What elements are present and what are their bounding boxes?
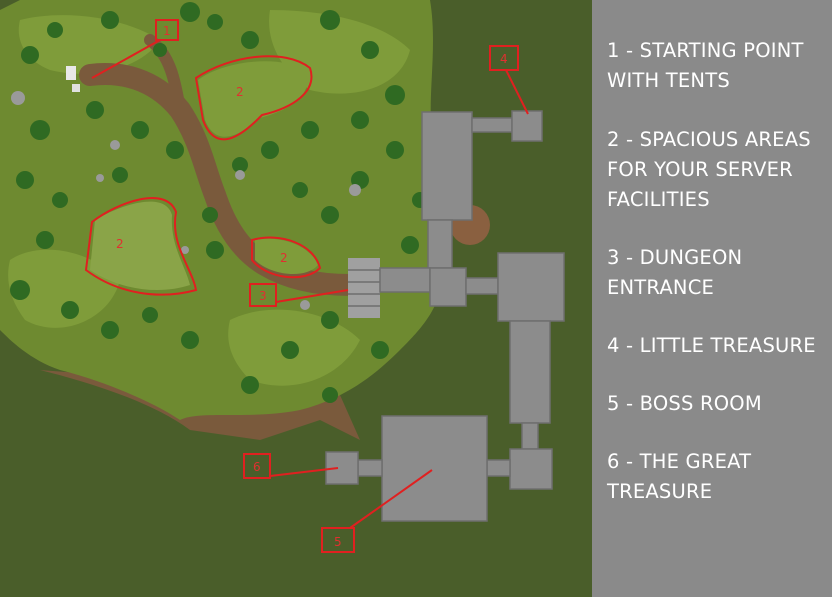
dungeon-corridor bbox=[427, 219, 453, 269]
marker-box-5 bbox=[321, 527, 355, 553]
dungeon-map: 1 2 2 2 3 4 5 6 bbox=[0, 0, 565, 553]
dungeon-room bbox=[497, 252, 565, 322]
dirt-path-branch bbox=[144, 34, 186, 116]
marker-box-3 bbox=[249, 283, 277, 307]
marker-outline-2 bbox=[194, 55, 313, 141]
legend-item: 5 - BOSS ROOM bbox=[607, 392, 762, 415]
annotations bbox=[84, 19, 529, 553]
dungeon-corridor bbox=[465, 277, 499, 295]
clearing-area bbox=[255, 238, 318, 275]
dungeon-corridor bbox=[486, 459, 511, 477]
dungeon-room bbox=[429, 267, 467, 307]
legend-item: 4 - LITTLE TREASURE bbox=[607, 334, 816, 357]
dungeon-corridor bbox=[471, 117, 513, 133]
stones bbox=[11, 91, 361, 310]
dungeon-layout bbox=[325, 110, 565, 522]
legend-item: 6 - THE GREAT TREASURE bbox=[607, 450, 752, 503]
marker-label: 2 bbox=[280, 251, 288, 265]
marker-label: 1 bbox=[163, 24, 171, 38]
dungeon-room bbox=[509, 448, 553, 490]
legend-item: 1 - STARTING POINT WITH TENTS bbox=[607, 39, 804, 92]
dirt-path bbox=[79, 63, 361, 296]
marker-label: 3 bbox=[259, 289, 267, 303]
marker-outline-2 bbox=[84, 197, 198, 296]
dungeon-room-great-treasure bbox=[325, 451, 359, 485]
clearing-area bbox=[198, 61, 308, 137]
legend-item: 2 - SPACIOUS AREAS FOR YOUR SERVER FACIL… bbox=[607, 128, 811, 211]
marker-label: 2 bbox=[236, 85, 244, 99]
legend-panel: 1 - STARTING POINT WITH TENTS 2 - SPACIO… bbox=[592, 0, 832, 597]
legend-item: 3 - DUNGEON ENTRANCE bbox=[607, 246, 743, 299]
dungeon-corridor bbox=[521, 422, 539, 450]
marker-box-4 bbox=[489, 45, 519, 71]
dungeon-corridor bbox=[357, 459, 383, 477]
marker-label: 2 bbox=[116, 237, 124, 251]
dungeon-stairs bbox=[348, 258, 380, 318]
dungeon-room bbox=[421, 111, 473, 221]
dungeon-room bbox=[379, 267, 431, 293]
dungeon-room-little-treasure bbox=[511, 110, 543, 142]
marker-labels: 1 2 2 2 3 4 5 6 bbox=[116, 24, 508, 549]
marker-label: 4 bbox=[500, 52, 508, 66]
dungeon-room-boss bbox=[381, 415, 488, 522]
marker-label: 5 bbox=[334, 535, 342, 549]
clearing-area bbox=[90, 201, 190, 290]
marker-label: 6 bbox=[253, 460, 261, 474]
marker-box-1 bbox=[155, 19, 179, 41]
marker-outline-2 bbox=[251, 236, 322, 279]
tree-clusters bbox=[10, 2, 428, 403]
marker-box-6 bbox=[243, 453, 271, 479]
tents bbox=[66, 66, 80, 92]
dungeon-corridor bbox=[509, 320, 551, 424]
